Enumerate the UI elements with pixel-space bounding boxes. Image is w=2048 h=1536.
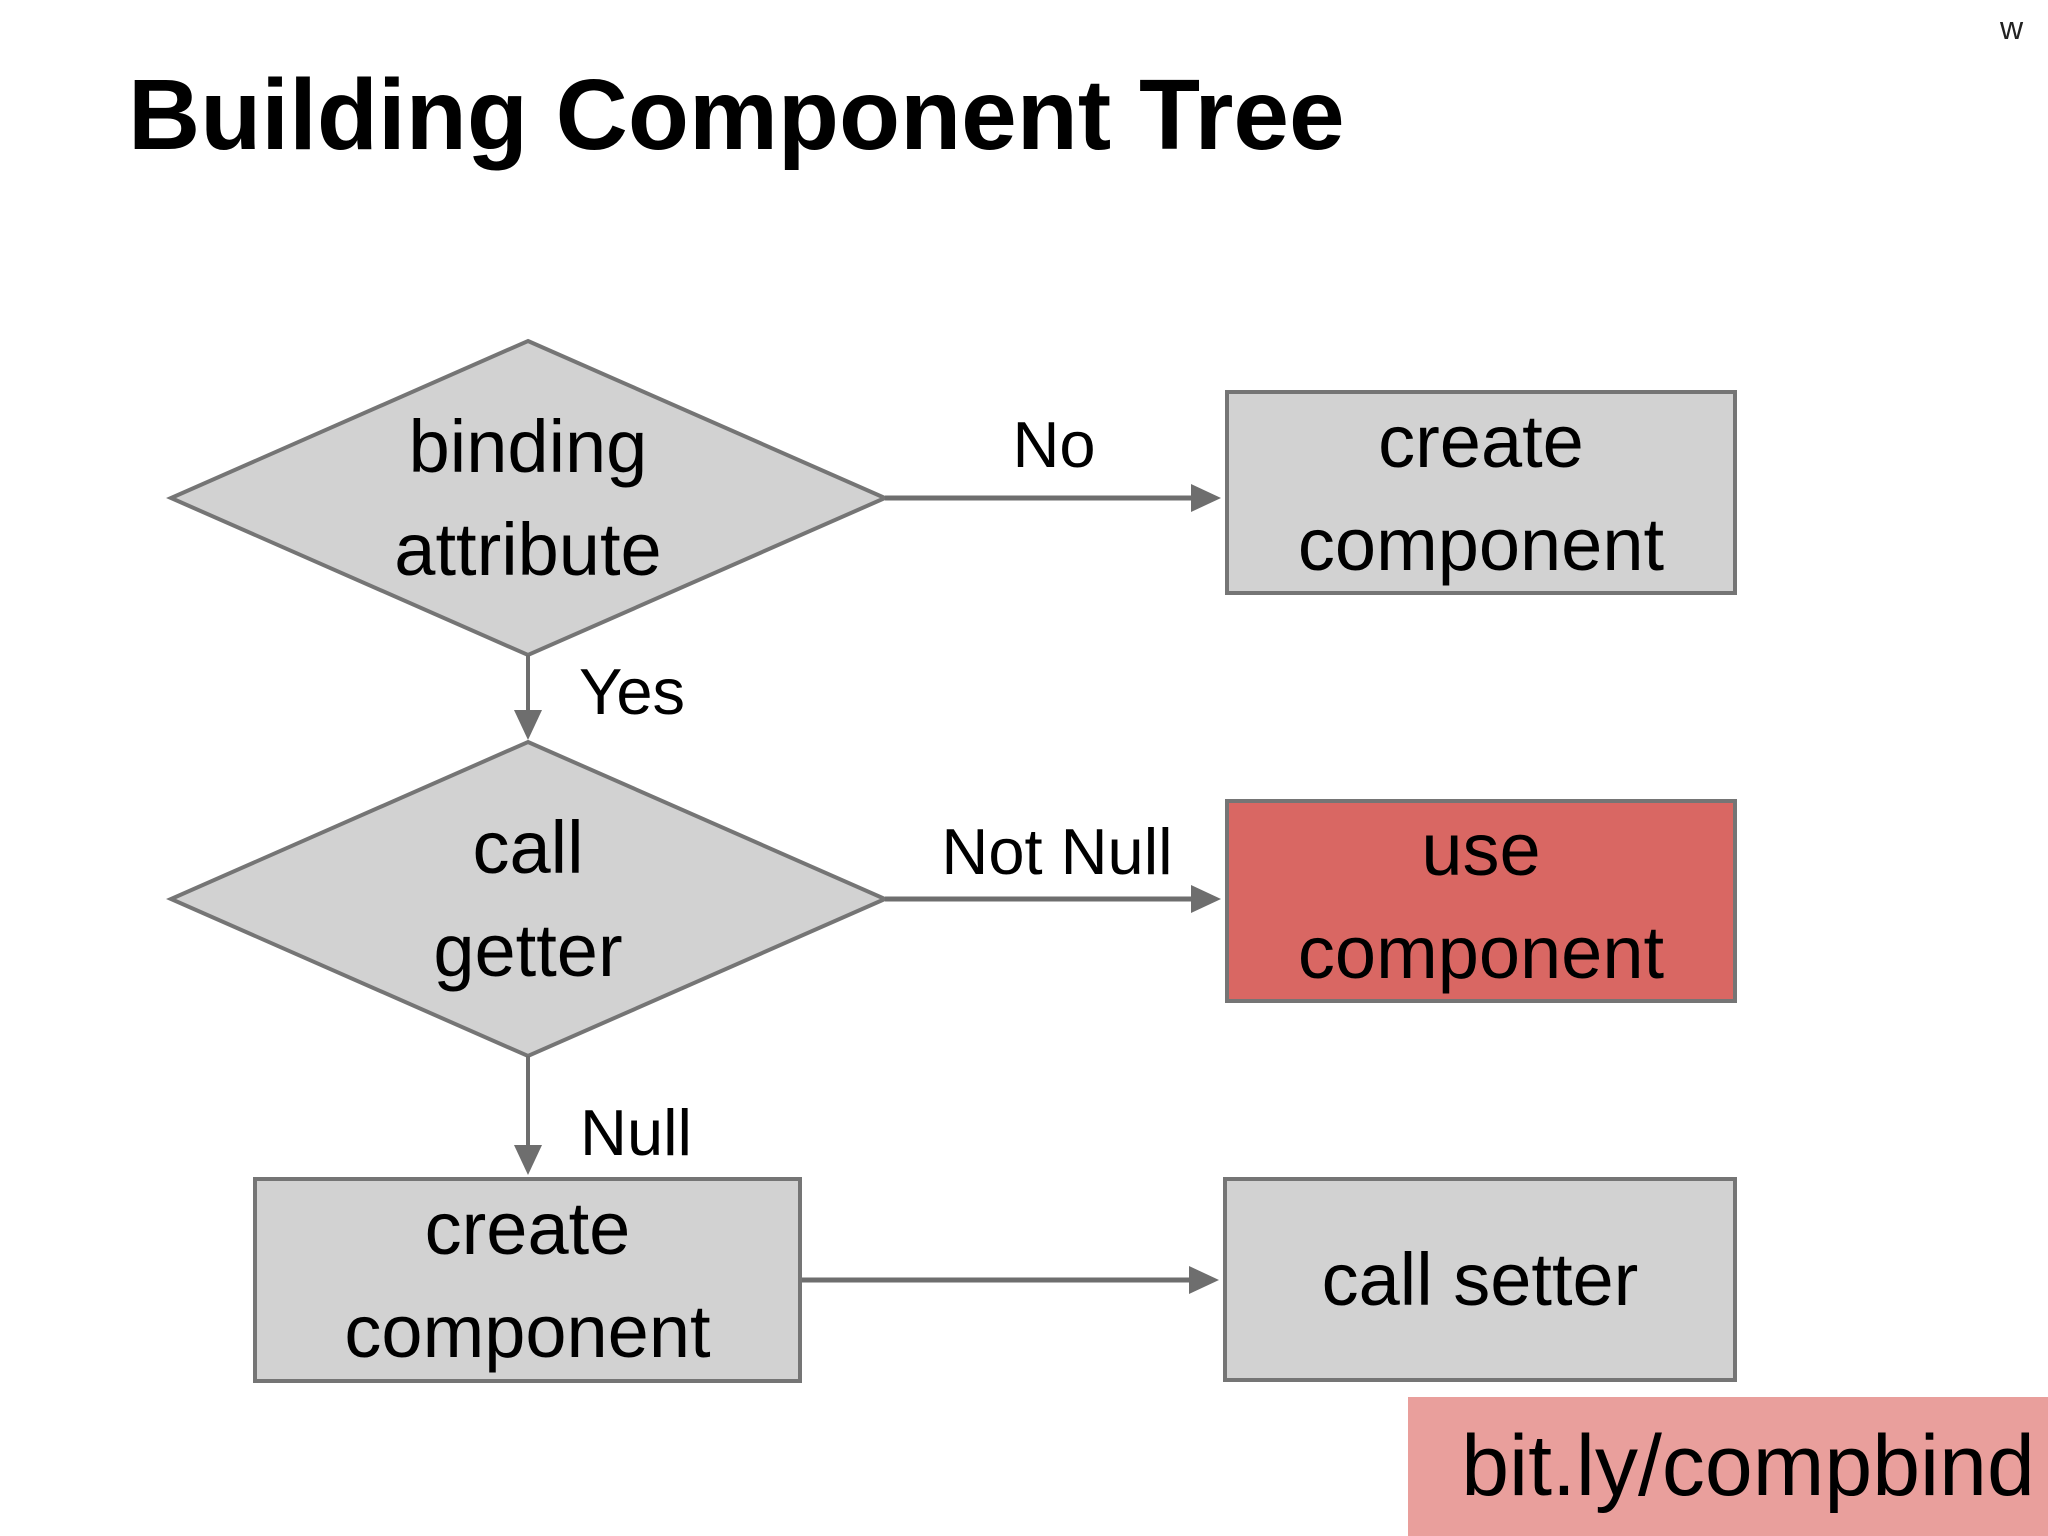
arrow-yes-head-icon — [514, 710, 542, 740]
box-call-setter: call setter — [1223, 1177, 1737, 1382]
box-create-component-bottom: create component — [253, 1177, 802, 1383]
arrow-not-null-head-icon — [1191, 885, 1221, 913]
edge-label-not-null: Not Null — [941, 815, 1173, 888]
arrow-null-head-icon — [514, 1145, 542, 1175]
edge-label-null: Null — [580, 1096, 692, 1169]
decision-call-getter-label: call getter — [433, 806, 623, 992]
arrow-create-to-setter-head-icon — [1189, 1266, 1219, 1294]
page-title: Building Component Tree — [128, 59, 1345, 171]
edge-label-no: No — [1012, 408, 1096, 481]
decision-binding-attribute-label: binding attribute — [394, 405, 662, 591]
box-create-component-top: create component — [1225, 390, 1737, 595]
box-use-component: use component — [1225, 799, 1737, 1003]
watermark-text: w — [2000, 10, 2024, 46]
arrow-no-head-icon — [1191, 484, 1221, 512]
bitly-link-text: bit.ly/compbind — [1461, 1418, 2035, 1514]
edge-label-yes: Yes — [578, 655, 686, 728]
bitly-link-banner: bit.ly/compbind — [1408, 1397, 2048, 1536]
